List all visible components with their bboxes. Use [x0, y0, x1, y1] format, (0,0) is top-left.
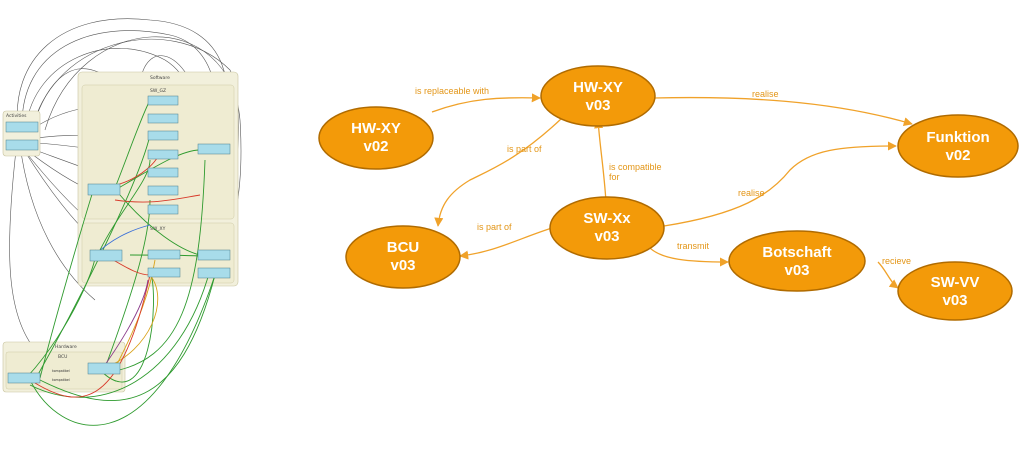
node-bcu-version: v03: [390, 257, 415, 274]
edge-realise-2: [663, 141, 897, 227]
node-sw-vv-v03[interactable]: SW-VV v03: [897, 261, 1013, 321]
edge-compatible: [594, 119, 607, 203]
node-hw-xy-v03-name: HW-XY: [573, 79, 623, 96]
node-botschaft-version: v03: [784, 262, 809, 279]
sw-xy-group-label: SW_XY: [150, 226, 166, 232]
label-realise-2: realise: [738, 188, 765, 198]
edge-tag-1: kompatibel: [52, 369, 70, 373]
edge-tag-2: kompatibel: [52, 378, 70, 382]
label-compatible: is compatible: [609, 162, 662, 172]
label-recieve: recieve: [882, 256, 911, 266]
relation-labels: is replaceable with realise is part of i…: [415, 86, 911, 266]
node-sw-xx-v03[interactable]: SW-Xx v03: [549, 196, 665, 260]
node-hw-xy-v02-name: HW-XY: [351, 120, 401, 137]
node-sw-vv-name: SW-VV: [931, 274, 980, 291]
edge-part-of-1: [434, 117, 563, 227]
node-hw-xy-v02[interactable]: HW-XY v02: [318, 106, 434, 170]
node-bcu-v03[interactable]: BCU v03: [345, 225, 461, 289]
node-funktion-name: Funktion: [926, 129, 989, 146]
edge-replaceable: [431, 93, 541, 113]
bcu-group-label: BCU: [58, 354, 67, 360]
relation-edges: [431, 93, 913, 289]
edge-realise-1: [653, 96, 913, 127]
sw-gz-group-label: SW_GZ: [150, 88, 166, 94]
activities-group-label: Activities: [6, 113, 27, 119]
node-sw-vv-version: v03: [942, 292, 967, 309]
node-sw-xx-name: SW-Xx: [583, 210, 631, 227]
node-funktion-version: v02: [945, 147, 970, 164]
node-sw-xx-version: v03: [594, 228, 619, 245]
node-funktion-v02[interactable]: Funktion v02: [897, 114, 1019, 178]
label-compatible-for: for: [609, 172, 620, 182]
label-transmit: transmit: [677, 241, 710, 251]
label-part-of-1: is part of: [507, 144, 542, 154]
label-replaceable: is replaceable with: [415, 86, 489, 96]
edge-recieve: [877, 261, 899, 289]
overview-nodes: [5, 95, 231, 384]
node-botschaft-v03[interactable]: Botschaft v03: [728, 230, 866, 292]
node-hw-xy-v02-version: v02: [363, 138, 388, 155]
label-part-of-2: is part of: [477, 222, 512, 232]
overview-edge-tags: kompatibel kompatibel: [52, 369, 70, 382]
node-botschaft-name: Botschaft: [762, 244, 831, 261]
relation-nodes: HW-XY v02 HW-XY v03 Funktion v02 SW-Xx v…: [318, 65, 1019, 321]
overview-graph: Activities Software SW_GZ SW_XY Hardware…: [2, 18, 242, 426]
label-realise-1: realise: [752, 89, 779, 99]
node-bcu-name: BCU: [387, 239, 420, 256]
edge-transmit: [647, 245, 729, 267]
software-group-label: Software: [150, 75, 170, 81]
edge-part-of-2: [459, 227, 553, 260]
hardware-group-label: Hardware: [55, 344, 77, 350]
node-hw-xy-v03-version: v03: [585, 97, 610, 114]
node-hw-xy-v03[interactable]: HW-XY v03: [540, 65, 656, 127]
